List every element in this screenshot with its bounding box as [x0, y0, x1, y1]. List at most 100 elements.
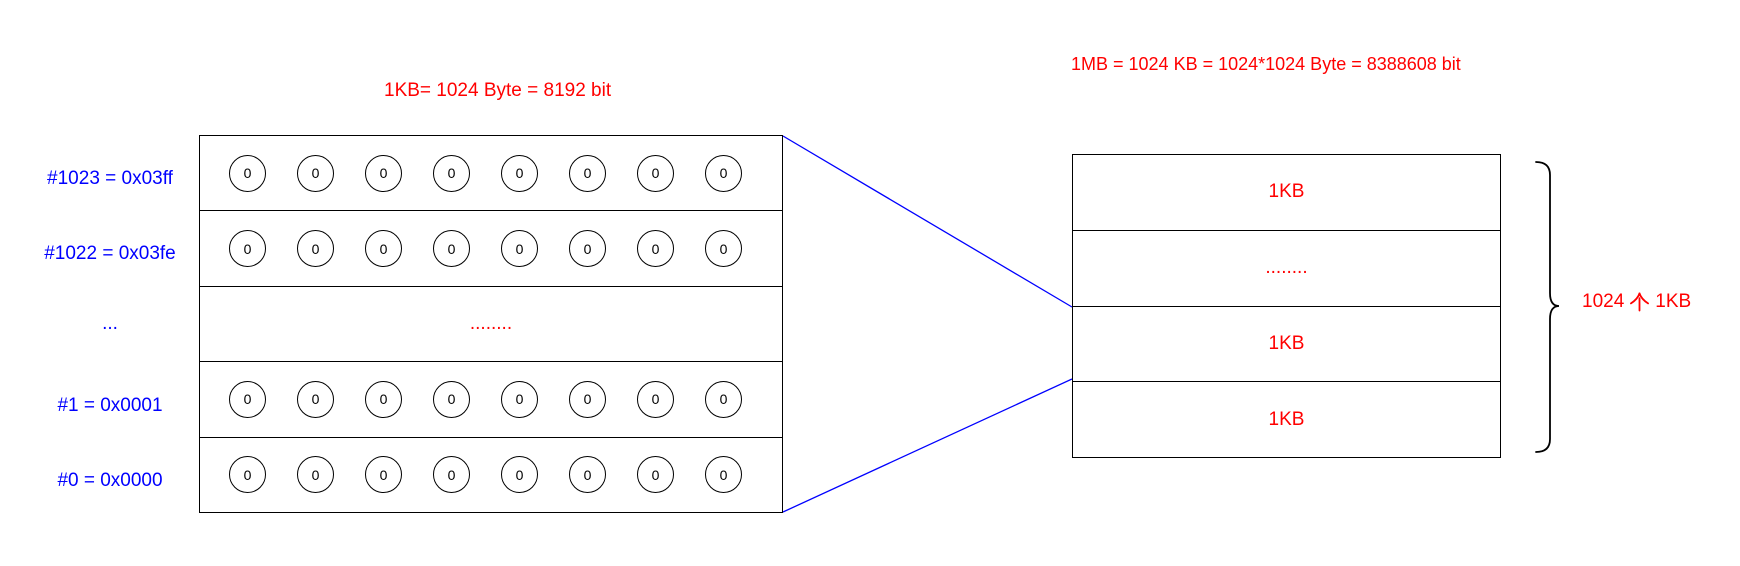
- brace-label-count: 1024: [1582, 291, 1625, 312]
- bit-value: 0: [583, 165, 592, 182]
- bit-value: 0: [243, 240, 252, 257]
- bit-circle: 0: [569, 230, 606, 268]
- bit-value: 0: [583, 466, 592, 483]
- bit-circle: 0: [501, 380, 538, 418]
- bit-circle: 0: [705, 154, 742, 192]
- bit-value: 0: [379, 240, 388, 257]
- bit-circle: 0: [501, 456, 538, 494]
- kb-stack: 1KB........ 1KB 1KB: [1072, 154, 1501, 458]
- bit-circle: 0: [637, 380, 674, 418]
- kb-row-label: 1KB: [1268, 181, 1305, 203]
- bit-value: 0: [651, 240, 660, 257]
- kb-row-label: 1KB: [1268, 408, 1305, 430]
- bit-value: 0: [583, 391, 592, 408]
- byte-row: 0 0 0 0 0 0 0 0: [200, 210, 782, 285]
- bit-circle: 0: [637, 154, 674, 192]
- bit-circle: 0: [569, 380, 606, 418]
- kb-equation-title: 1KB= 1024 Byte = 8192 bit: [384, 80, 612, 101]
- bit-circle: 0: [501, 230, 538, 268]
- byte-row: 0 0 0 0 0 0 0 0: [200, 136, 782, 210]
- bit-circle: 0: [433, 380, 470, 418]
- byte-row: 0 0 0 0 0 0 0 0: [200, 361, 782, 436]
- address-label-text: #1022 = 0x03fe: [44, 243, 176, 265]
- address-label-text: #1 = 0x0001: [57, 394, 163, 416]
- kb-row: 1KB: [1073, 381, 1500, 457]
- kb-row: 1KB: [1073, 155, 1500, 230]
- address-label-text: ...: [102, 312, 118, 334]
- bit-value: 0: [583, 240, 592, 257]
- bit-value: 0: [379, 466, 388, 483]
- bit-value: 0: [515, 165, 524, 182]
- bit-circle: 0: [229, 230, 266, 268]
- bit-value: 0: [719, 466, 728, 483]
- bit-value: 0: [651, 165, 660, 182]
- bit-circle: 0: [365, 456, 402, 494]
- bit-circle: 0: [433, 456, 470, 494]
- connector-line-bottom: [782, 378, 1073, 513]
- brace-label-unit: 1KB: [1655, 291, 1692, 312]
- kb-row: 1KB: [1073, 305, 1500, 382]
- bit-value: 0: [515, 240, 524, 257]
- kb-row-label: 1KB: [1268, 332, 1305, 354]
- bit-value: 0: [447, 466, 456, 483]
- bit-value: 0: [447, 165, 456, 182]
- bit-value: 0: [719, 165, 728, 182]
- bit-value: 0: [515, 391, 524, 408]
- brace-label: 1024 1KB: [1582, 291, 1691, 313]
- bit-table: 0 0 0 0 0 0 0 0 0 0 0 0 0 0 0 0........ 0 0 0 0 0 0 0 0 0 0 0 0 0 0 0 0: [199, 135, 783, 513]
- bit-circle: 0: [365, 380, 402, 418]
- address-label-text: #1023 = 0x03ff: [47, 167, 173, 189]
- address-label-text: #0 = 0x0000: [57, 470, 163, 492]
- bit-value: 0: [719, 391, 728, 408]
- bit-circle: 0: [365, 230, 402, 268]
- bit-value: 0: [311, 391, 320, 408]
- ellipsis-dots: ........: [469, 313, 513, 335]
- bit-circle: 0: [501, 154, 538, 192]
- address-label: ...: [20, 286, 200, 362]
- bit-circle: 0: [637, 456, 674, 494]
- bit-circle: 0: [297, 456, 334, 494]
- bit-value: 0: [311, 165, 320, 182]
- bit-circle: 0: [229, 380, 266, 418]
- address-label: #1022 = 0x03fe: [20, 211, 200, 287]
- bit-circle: 0: [433, 230, 470, 268]
- address-labels: #1023 = 0x03ff #1022 = 0x03fe... #1 = 0x00…: [20, 135, 200, 513]
- brace: [1535, 161, 1560, 453]
- bit-value: 0: [651, 466, 660, 483]
- bit-value: 0: [379, 165, 388, 182]
- bit-circle: 0: [569, 154, 606, 192]
- bit-circle: 0: [705, 456, 742, 494]
- cjk-ge-character-glyph: [1630, 292, 1650, 312]
- kb-row-label: ........: [1265, 257, 1308, 279]
- byte-row: 0 0 0 0 0 0 0 0: [200, 436, 782, 512]
- bit-circle: 0: [705, 230, 742, 268]
- bit-value: 0: [379, 391, 388, 408]
- bit-value: 0: [243, 466, 252, 483]
- bit-value: 0: [243, 391, 252, 408]
- address-label: #0 = 0x0000: [20, 437, 200, 513]
- bit-value: 0: [311, 466, 320, 483]
- address-label: #1 = 0x0001: [20, 362, 200, 438]
- bit-circle: 0: [637, 230, 674, 268]
- bit-circle: 0: [229, 154, 266, 192]
- kb-row: ........: [1073, 229, 1500, 306]
- bit-circle: 0: [433, 154, 470, 192]
- bit-circle: 0: [229, 456, 266, 494]
- connector-line-top: [782, 135, 1073, 308]
- bit-circle: 0: [365, 154, 402, 192]
- bit-value: 0: [447, 240, 456, 257]
- bit-value: 0: [515, 466, 524, 483]
- bit-value: 0: [243, 165, 252, 182]
- bit-value: 0: [447, 391, 456, 408]
- address-label: #1023 = 0x03ff: [20, 135, 200, 211]
- bit-circle: 0: [705, 380, 742, 418]
- bit-circle: 0: [297, 154, 334, 192]
- bit-value: 0: [651, 391, 660, 408]
- bit-value: 0: [719, 240, 728, 257]
- mb-equation-title: 1MB = 1024 KB = 1024*1024 Byte = 8388608…: [1071, 54, 1461, 74]
- ellipsis-row: ........: [200, 285, 782, 361]
- bit-circle: 0: [297, 380, 334, 418]
- bit-circle: 0: [569, 456, 606, 494]
- bit-circle: 0: [297, 230, 334, 268]
